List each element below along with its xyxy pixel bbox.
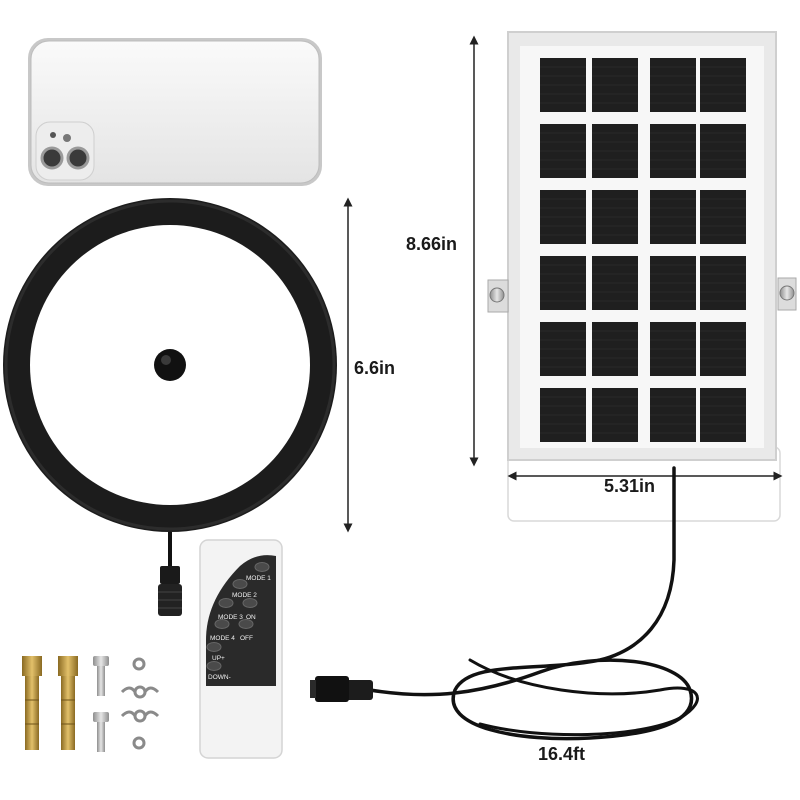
remote-button-label: MODE 2: [232, 592, 257, 599]
panel-height-label: 8.66in: [406, 234, 458, 254]
remote-button: [254, 562, 270, 572]
light-diameter-label: 6.6in: [354, 358, 396, 378]
remote-button: [214, 619, 230, 629]
screw-kit-icon: [22, 656, 160, 752]
remote-button-label: MODE 3: [218, 614, 243, 621]
remote-button-label: OFF: [240, 635, 253, 642]
remote-button: [206, 661, 222, 671]
remote-button-label: DOWN-: [208, 674, 231, 681]
round-light-icon: [3, 198, 337, 616]
cable-icon: [310, 466, 699, 741]
solar-panel-icon: [487, 31, 797, 522]
panel-width-label: 5.31in: [604, 476, 656, 496]
remote-button: [242, 598, 258, 608]
remote-button-label: MODE 4: [210, 635, 235, 642]
remote-button-label: ON: [246, 614, 256, 621]
remote-button: [206, 642, 222, 652]
remote-button-label: MODE 1: [246, 575, 271, 582]
remote-button: [232, 579, 248, 589]
phone-icon: [28, 38, 322, 186]
cable-length-label: 16.4ft: [538, 744, 586, 764]
remote-button: [238, 619, 254, 629]
remote-button: [218, 598, 234, 608]
remote-button-label: UP+: [212, 655, 225, 662]
